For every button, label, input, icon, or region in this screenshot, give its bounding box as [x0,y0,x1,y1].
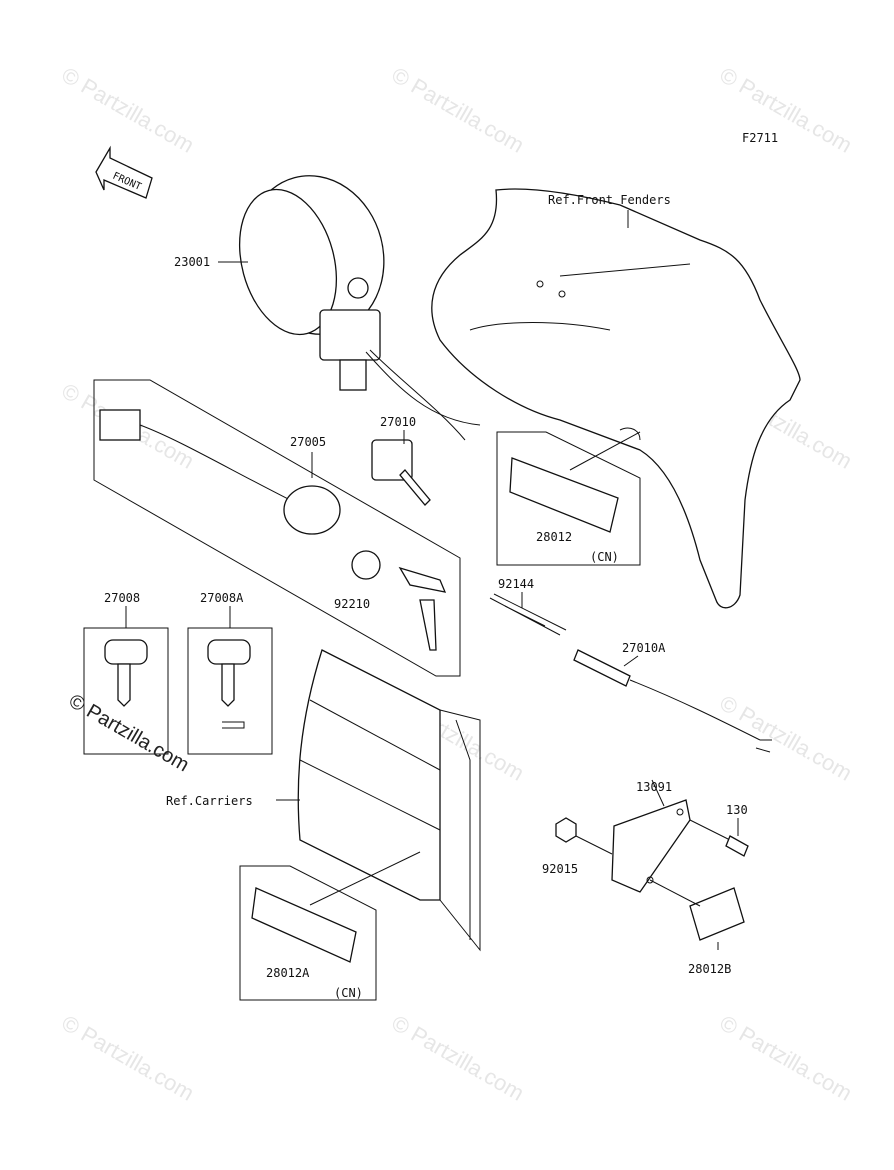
part-label-13091[interactable]: 13091 [636,780,673,794]
reflector-box-28012 [496,431,641,566]
part-label-28012B[interactable]: 28012B [688,962,732,976]
part-label-27008[interactable]: 27008 [104,591,141,605]
nut-92015 [555,817,613,855]
part-label-27010A[interactable]: 27010A [622,641,666,655]
bolt-130 [689,819,749,857]
carrier [297,649,481,952]
part-label-27010[interactable]: 27010 [380,415,417,429]
reflector-box-28012A [239,851,421,1001]
headlight [238,175,481,441]
front-fender [431,188,801,609]
part-label-28012[interactable]: 28012 [536,530,573,544]
spring-92144 [489,593,567,636]
part-label-27008A[interactable]: 27008A [200,591,244,605]
part-label-92210[interactable]: 92210 [334,597,371,611]
part-label-92144[interactable]: 92144 [498,577,535,591]
part-label-28012A-cn: (CN) [334,986,363,1000]
ref-carriers-label: Ref.Carriers [166,794,253,808]
front-arrow-icon: FRONT [95,145,153,199]
key-27008A-box [187,627,273,755]
diagram-code: F2711 [742,131,779,145]
switch-27010A [573,649,772,753]
switch-27010 [371,439,431,506]
ref-front-fenders-label: Ref.Front Fenders [548,193,671,207]
part-label-23001[interactable]: 23001 [174,255,211,269]
key-27008-box [83,627,169,755]
part-label-130[interactable]: 130 [726,803,748,817]
part-label-28012A[interactable]: 28012A [266,966,310,980]
part-label-28012-cn: (CN) [590,550,619,564]
ignition-switch-box [93,379,461,677]
reflector-28012B [649,879,745,941]
part-label-27005[interactable]: 27005 [290,435,327,449]
bracket-13091 [611,779,691,893]
part-label-92015[interactable]: 92015 [542,862,579,876]
